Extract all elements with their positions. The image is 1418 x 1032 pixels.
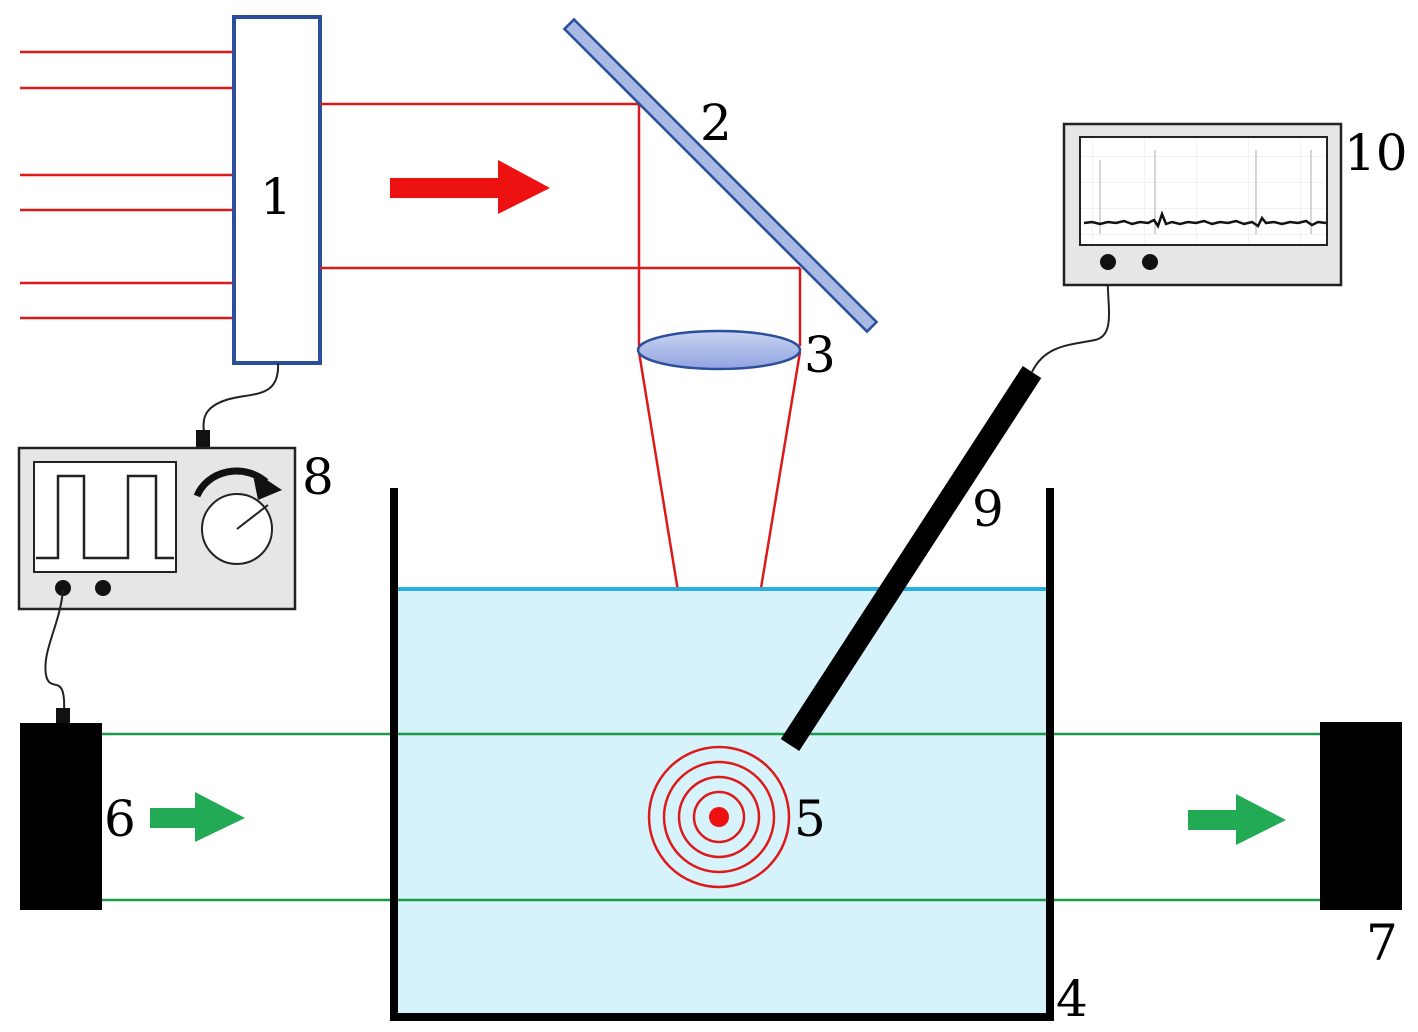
hydrophone	[780, 366, 1042, 751]
acoustic-waves	[647, 745, 791, 889]
function-generator-jack-2	[95, 580, 111, 596]
lens	[636, 329, 802, 371]
oscilloscope-jack-2	[1142, 254, 1158, 270]
label-lens: 3	[804, 326, 836, 384]
modulator-cable	[202, 362, 280, 433]
water	[397, 589, 1048, 1014]
probe-beams	[102, 732, 1322, 902]
probe-direction-arrow-right	[1188, 794, 1286, 845]
oscilloscope	[1062, 122, 1343, 287]
label-mirror: 2	[700, 94, 732, 152]
laser-direction-arrow	[390, 160, 550, 214]
function-generator-jack-1	[55, 580, 71, 596]
label-hydrophone: 9	[972, 480, 1004, 538]
oscilloscope-jack-1	[1100, 254, 1116, 270]
function-generator-screen	[33, 461, 177, 573]
probe-direction-arrow-left	[150, 792, 245, 842]
mirror	[566, 21, 875, 330]
focal-point	[709, 807, 729, 827]
label-function-generator: 8	[302, 448, 334, 506]
input-laser-beams	[20, 50, 234, 320]
light-source-cable	[44, 589, 66, 713]
detector	[1320, 722, 1402, 910]
oscilloscope-trace	[1083, 210, 1327, 229]
function-generator	[17, 430, 297, 611]
label-detector: 7	[1366, 914, 1398, 972]
hydrophone-cable	[1031, 261, 1110, 373]
label-modulator: 1	[260, 168, 292, 226]
label-light-source: 6	[104, 790, 136, 848]
output-laser-beam	[320, 102, 802, 346]
label-oscilloscope: 10	[1344, 124, 1408, 182]
light-source	[20, 708, 102, 910]
modulator-box	[232, 15, 322, 365]
label-focus: 5	[794, 790, 826, 848]
label-tank: 4	[1056, 970, 1088, 1028]
tank-walls	[390, 488, 1054, 1021]
square-wave-trace	[36, 474, 174, 560]
